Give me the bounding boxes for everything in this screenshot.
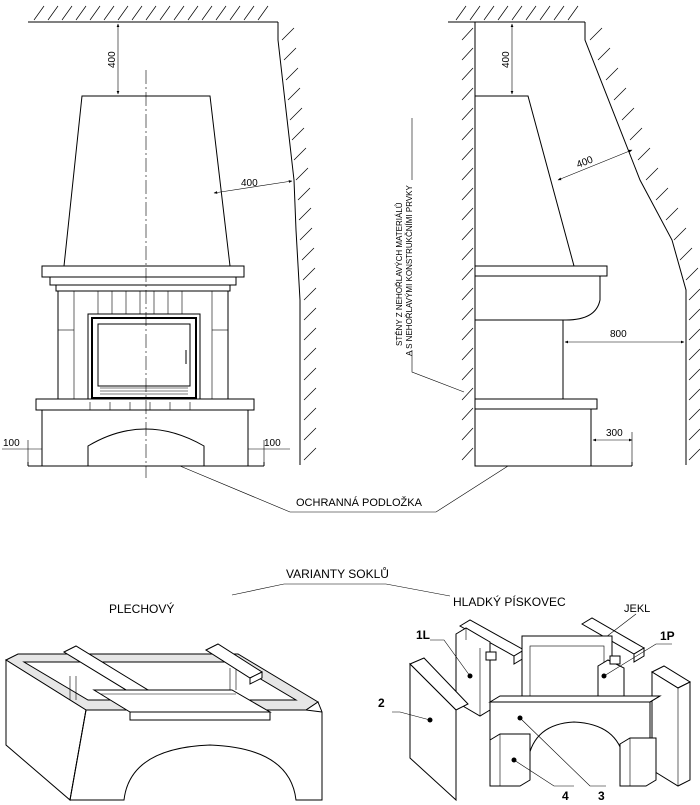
wall-note-leader xyxy=(411,350,465,393)
variant-sheet-metal-label: PLECHOVÝ xyxy=(109,601,174,616)
front-mantel xyxy=(41,265,245,278)
side-back-wall-hatch xyxy=(461,27,474,461)
front-wall-line xyxy=(277,22,301,465)
front-wall-hatch xyxy=(281,27,317,461)
part-2-right xyxy=(651,671,691,787)
part-2-left xyxy=(409,662,457,802)
label-1L: 1L xyxy=(416,628,430,642)
side-dim-hood-line xyxy=(557,149,633,181)
label-4: 4 xyxy=(562,789,569,803)
side-dim-base-label: 300 xyxy=(606,428,623,439)
label-3: 3 xyxy=(598,789,605,803)
front-plinth xyxy=(41,409,249,467)
wall-note-line1: STĚNY Z NEHOŘLAVÝCH MATERIÁLŮ xyxy=(395,202,404,346)
front-dim-top-label: 400 xyxy=(107,51,118,68)
label-jekl: JEKL xyxy=(624,603,650,615)
side-dim-top-label: 400 xyxy=(501,51,512,68)
plinth-variants-title: VARIANTY SOKLŮ xyxy=(286,566,389,581)
part-4-block-left xyxy=(489,733,531,787)
side-front-wall-hatch xyxy=(589,27,700,461)
side-body xyxy=(474,319,564,400)
sheet-metal-plinth xyxy=(4,643,323,801)
protective-pad-label: OCHRANNÁ PODLOŽKA xyxy=(296,496,423,509)
front-dim-left-label: 100 xyxy=(3,438,20,449)
sandstone-plinth-exploded: JEKL 1L 1P 2 3 xyxy=(378,603,692,803)
side-dim-hood-label: 400 xyxy=(575,154,595,170)
front-hood xyxy=(63,95,231,267)
side-ceiling-hatch xyxy=(455,5,579,21)
front-hearth-ledge xyxy=(35,398,255,411)
front-ceiling-hatch xyxy=(33,5,269,21)
side-dim-front-label: 800 xyxy=(610,329,627,340)
protective-pad-callout: OCHRANNÁ PODLOŽKA xyxy=(179,465,509,513)
side-hood xyxy=(474,95,575,267)
part-4-block-right xyxy=(619,737,657,787)
side-front-wall xyxy=(584,22,687,465)
front-dim-side-label: 400 xyxy=(241,178,258,189)
label-1P: 1P xyxy=(660,629,675,643)
front-view: 400 400 100 100 xyxy=(2,5,317,478)
variant-smooth-sandstone-label: HLADKÝ PÍSKOVEC xyxy=(453,594,566,609)
plinth-variants-header: VARIANTY SOKLŮ PLECHOVÝ HLADKÝ PÍSKOVEC xyxy=(109,566,566,616)
front-dim-side-line xyxy=(213,180,293,194)
side-hearth-ledge xyxy=(474,398,598,410)
front-dim-right-label: 100 xyxy=(264,438,281,449)
side-mantel xyxy=(474,265,608,277)
front-tiles xyxy=(97,291,183,314)
side-view: 400 400 800 300 STĚNY Z NEHOŘLAVÝCH MATE… xyxy=(395,5,700,467)
label-2: 2 xyxy=(378,696,385,710)
side-plinth xyxy=(474,408,592,467)
wall-note-line2: A S NEHOŘLAVÝMI KONSTRUKČNÍMI PRVKY xyxy=(405,184,414,356)
